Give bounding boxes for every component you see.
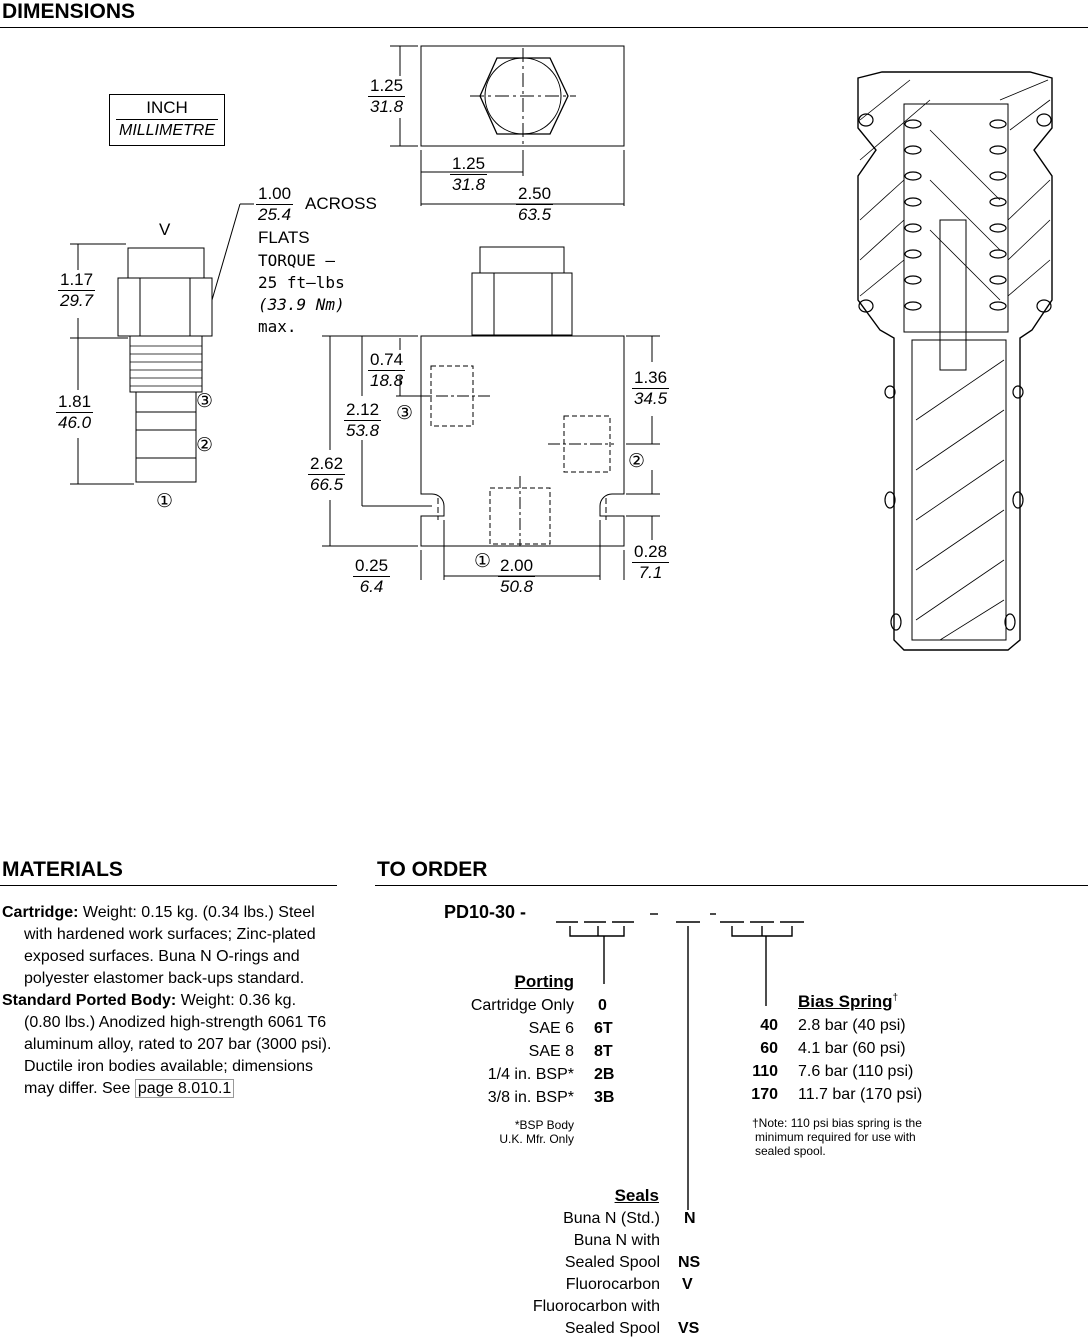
- bias-title: Bias Spring†: [798, 992, 899, 1011]
- cart-port-2: ②: [196, 435, 214, 456]
- dimensions-rule: [0, 27, 1088, 28]
- seal-item: Fluorocarbon V: [565, 1276, 693, 1293]
- body-materials: Standard Ported Body: Weight: 0.36 kg. (…: [2, 992, 332, 1098]
- torque-note: TORQUE – 25 ft–lbs (33.9 Nm) max.: [258, 251, 345, 336]
- section-hatching: [859, 79, 1051, 641]
- porting-title: Porting: [514, 972, 575, 991]
- cartridge-thread: [129, 335, 203, 393]
- cartridge-body: [135, 391, 197, 483]
- order-code-lines: [556, 913, 804, 1210]
- porting-item: 1/4 in. BSP*2B: [487, 1066, 615, 1083]
- section-spring-cavity: [903, 103, 1009, 333]
- order-model: PD10-30 -: [444, 902, 527, 922]
- seals-title: Seals: [614, 1186, 659, 1205]
- cart-port-3: ③: [196, 391, 214, 412]
- section-sleeve: [911, 339, 1007, 641]
- top-view-block: [420, 45, 625, 147]
- top-view-hex: [479, 57, 569, 135]
- body-port-1: ①: [474, 551, 492, 572]
- materials-text: Cartridge: Weight: 0.15 kg. (0.34 lbs.) …: [2, 902, 332, 1100]
- front-body: [420, 335, 625, 547]
- order-header: TO ORDER: [377, 858, 488, 881]
- section-springs: [858, 113, 1052, 631]
- cartridge-hex-top: [127, 247, 205, 279]
- section-outline: [857, 71, 1053, 651]
- unit-mm: MILLIMETRE: [118, 122, 215, 139]
- unit-legend: INCH MILLIMETRE: [109, 94, 225, 146]
- order-rule: [375, 885, 1088, 886]
- cart-port-1: ①: [156, 491, 174, 512]
- section-stem: [939, 219, 967, 371]
- materials-rule: [0, 885, 337, 886]
- bsp-note: *BSP Body U.K. Mfr. Only: [499, 1118, 574, 1146]
- dimension-drawings: [70, 45, 1053, 651]
- dimensions-header: DIMENSIONS: [2, 0, 136, 23]
- porting-item: 3/8 in. BSP*3B: [487, 1089, 615, 1106]
- page-link[interactable]: page 8.010.1: [134, 1079, 235, 1098]
- front-cart-hex: [471, 272, 573, 336]
- cartridge-hex: [117, 277, 213, 337]
- body-port-3: ③: [396, 403, 414, 424]
- materials-header: MATERIALS: [2, 858, 123, 881]
- v-label: V: [159, 220, 171, 239]
- bias-note: †Note: 110 psi bias spring is the minimu…: [752, 1116, 922, 1158]
- seal-item: Buna N (Std.) N: [563, 1210, 696, 1227]
- body-port-2: ②: [628, 451, 646, 472]
- front-cart-top: [479, 246, 565, 274]
- flats-label: FLATS: [258, 228, 310, 247]
- unit-inch: INCH: [116, 97, 218, 120]
- cartridge-materials: Cartridge: Weight: 0.15 kg. (0.34 lbs.) …: [2, 904, 316, 987]
- across-label: ACROSS: [305, 194, 377, 213]
